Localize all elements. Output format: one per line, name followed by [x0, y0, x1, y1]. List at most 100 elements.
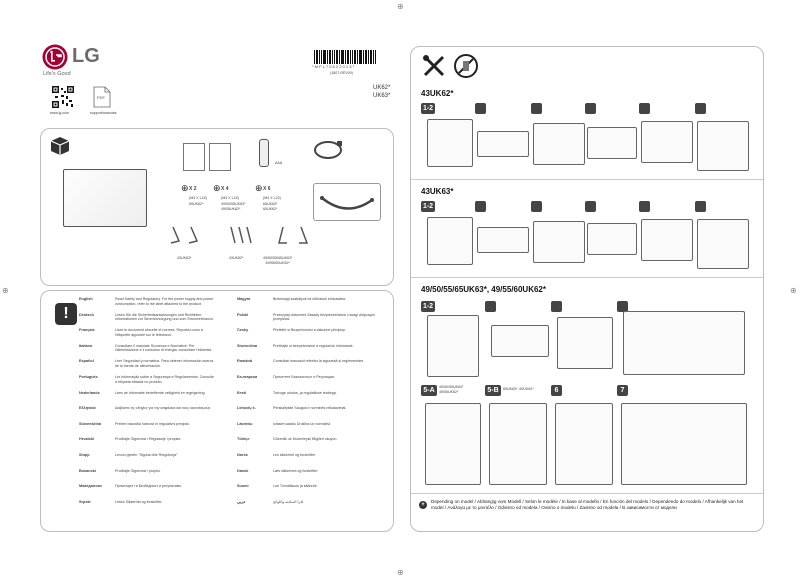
- registration-mark: ⊕: [790, 286, 797, 295]
- step-box: [551, 301, 562, 312]
- safety-text: Διαβάστε τις οδηγίες για την ασφάλεια κα…: [115, 406, 212, 411]
- step-illustration: [587, 223, 637, 255]
- stand-2-label: 43UK62*: [229, 256, 244, 260]
- step-box: [695, 103, 706, 114]
- substep-6: 6: [551, 385, 562, 396]
- substep-5b-models: 65UK63*, 60UK62*: [503, 387, 534, 391]
- tv-illustration: [63, 169, 147, 227]
- safety-text: Прочетете Безопасност и Регулации.: [273, 374, 335, 379]
- models-header: UK62* UK63*: [373, 84, 390, 100]
- safety-text: Ler Informação sobre a Segurança e Regul…: [115, 374, 214, 384]
- substep-7: 7: [617, 385, 628, 396]
- safety-text: Læs sikkerhed og forskrifter.: [273, 468, 319, 473]
- substep-5b: 5-B: [485, 385, 501, 396]
- step-illustration: [425, 403, 481, 485]
- safety-text: Lue Turvallisuus ja säännöt.: [273, 484, 318, 489]
- safety-language: Česky: [237, 328, 249, 333]
- safety-text: Прочитајте ги Безбедност и регулативи.: [115, 484, 182, 489]
- logo-text: LG: [72, 45, 100, 67]
- safety-entry: Lietuvių k.Perskaitykite Saugos ir normi…: [237, 406, 387, 419]
- screw-icon: ⊕: [181, 183, 189, 193]
- step-box: [639, 103, 650, 114]
- screw-b-models: 49/50/55UK63* 49/55UK62*: [221, 202, 246, 211]
- safety-language: Slovenčina: [237, 343, 258, 348]
- safety-language: Nederlands: [79, 390, 100, 395]
- screw-b-count: X 4: [221, 186, 229, 192]
- step-box: [475, 201, 486, 212]
- safety-language: Shqip: [79, 452, 90, 457]
- site-link[interactable]: www.lg.com: [50, 111, 70, 115]
- step-illustration: [427, 315, 479, 377]
- model-header-2: UK63*: [373, 93, 391, 99]
- safety-text: Güvenlik ve Düzenleyici Bilgileri okuyun…: [273, 437, 338, 442]
- safety-text: Przeczytaj dokument Zasady bezpieczeństw…: [273, 312, 376, 322]
- logo-tagline: Life's Good: [43, 71, 71, 77]
- safety-entry: Shqip Lexoni pjesën "Siguria dhe Rregullo…: [65, 453, 215, 466]
- stand-1-label: 43UK63*: [177, 256, 192, 260]
- barcode: [314, 50, 376, 64]
- safety-text: Consultare il manuale Sicurezza e Normat…: [115, 343, 213, 353]
- safety-language: Ελληνικά: [79, 406, 96, 411]
- safety-language: Hrvatski: [79, 437, 94, 442]
- stand-feet-2: [227, 225, 259, 245]
- registration-mark: ⊕: [2, 286, 9, 295]
- step-box: 1-2: [421, 103, 435, 114]
- stand-feet-1: [169, 225, 201, 245]
- safety-text: Tutvuge ohutus- ja regulatiivse teabega.: [273, 390, 337, 395]
- step-illustration: [641, 121, 693, 163]
- manual-link[interactable]: support/manuals: [90, 111, 117, 115]
- safety-language: Srpski: [79, 499, 91, 504]
- screw-a-size: (M4 X L16): [189, 196, 207, 200]
- section-2-model: 43UK63*: [421, 187, 454, 196]
- step-box: [639, 201, 650, 212]
- step-illustration: [489, 403, 547, 485]
- step-illustration: [621, 403, 747, 485]
- depending-on-model-note: Depending on model / Abhängig vom Modell…: [431, 499, 744, 510]
- stand-feet-3: [277, 225, 311, 245]
- safety-text: اقرأ السلامة واللوائح.: [273, 499, 305, 504]
- safety-entry: Nederlands Lees de Informatie betreffende…: [65, 391, 215, 404]
- substep-5a-models: 49/50/55UK63* 49/55UK62*: [439, 385, 464, 394]
- stand-base-icon: [313, 183, 381, 221]
- step-box: [585, 201, 596, 212]
- registration-mark: ⊕: [397, 2, 404, 11]
- screw-c-size: (M4 X L20): [263, 196, 281, 200]
- section-divider: [411, 277, 763, 278]
- pdf-icon: PDF: [93, 86, 111, 108]
- lg-face-icon: [42, 44, 68, 70]
- box-icon: [49, 135, 71, 157]
- step-illustration: [427, 119, 473, 167]
- safety-text: Preberi navodila Varnost in regulativni …: [115, 421, 190, 426]
- stand-3-label: 49/50/55/65UK63* 49/55/60UK62*: [263, 256, 293, 265]
- battery-label: AAA: [275, 161, 283, 165]
- substep-5a: 5-A: [421, 385, 437, 396]
- safety-text: Lees de Informatie betreffende veilighei…: [115, 390, 206, 395]
- safety-text: Biztonsági szabályok és előírások elolva…: [273, 297, 346, 301]
- screw-c-models: 65UK63* 60UK62*: [263, 202, 278, 211]
- safety-language: Română: [237, 359, 252, 364]
- safety-language: Polski: [237, 312, 249, 317]
- step-illustration: [623, 311, 745, 375]
- safety-text: Lexoni pjesën "Siguria dhe Rregullorja".: [115, 452, 179, 457]
- screwdriver-tools-icon: [421, 53, 447, 79]
- step-illustration: [697, 219, 749, 269]
- safety-language: English: [79, 297, 93, 301]
- step-box: [585, 103, 596, 114]
- safety-text: Přečtěte si Bezpečnostní a zákonné předp…: [273, 328, 346, 333]
- safety-language: Español: [79, 359, 94, 364]
- step-illustration: [587, 127, 637, 159]
- step-box: [531, 201, 542, 212]
- safety-language: Македонски: [79, 484, 102, 489]
- lg-logo: LG Life's Good: [42, 44, 122, 77]
